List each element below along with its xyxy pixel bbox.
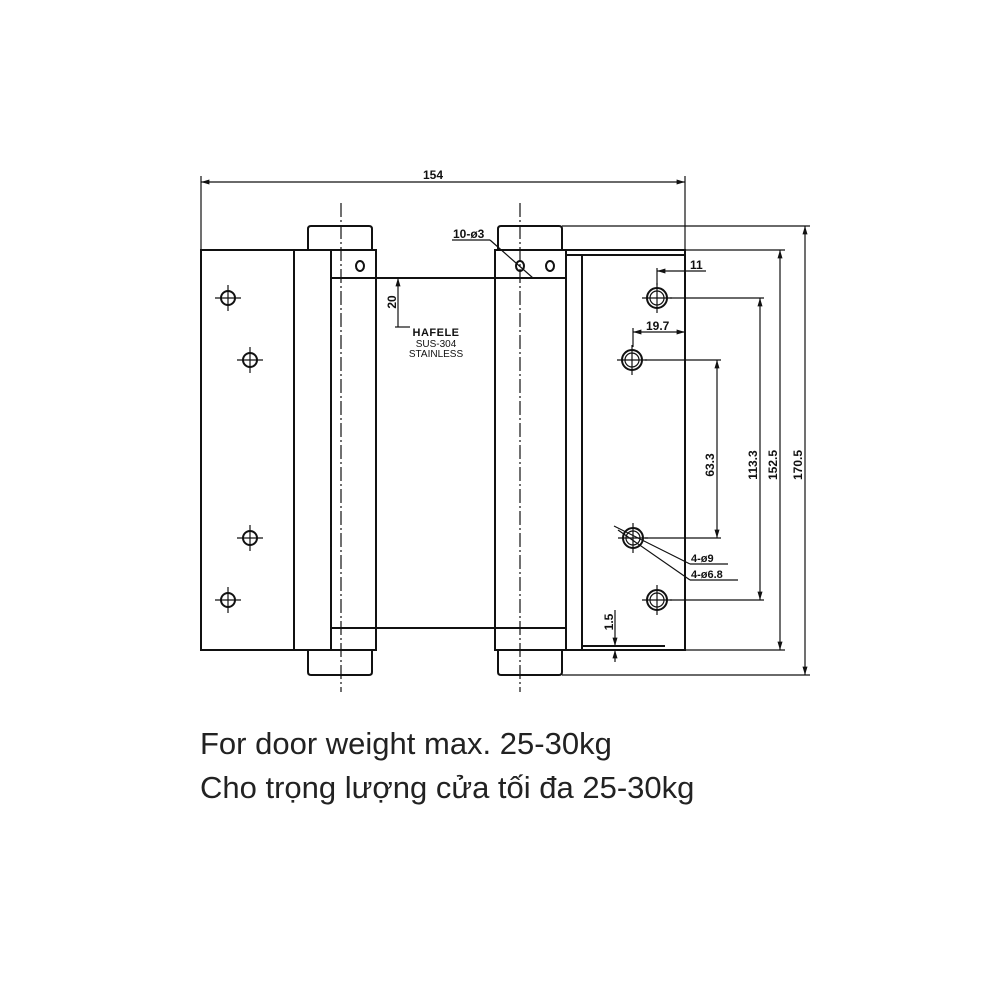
svg-text:170.5: 170.5 xyxy=(791,450,805,480)
svg-text:20: 20 xyxy=(385,295,399,309)
svg-text:19.7: 19.7 xyxy=(646,319,670,333)
dimension-overall-width: 154 xyxy=(200,168,686,250)
svg-text:1.5: 1.5 xyxy=(602,613,616,630)
dimension-screw-holes: 4-ø9 4-ø6.8 xyxy=(613,525,738,581)
dimension-edge-offset-11: 11 xyxy=(656,258,706,285)
dimension-pin-holes: 10-ø3 xyxy=(452,227,534,279)
svg-text:STAINLESS: STAINLESS xyxy=(409,349,464,360)
caption-vietnamese: Cho trọng lượng cửa tối đa 25-30kg xyxy=(200,770,695,805)
dimension-edge-offset-19-7: 19.7 xyxy=(632,319,685,347)
brand-logo: HAFELE xyxy=(413,327,460,339)
right-leaf xyxy=(565,249,686,651)
svg-text:SUS-304: SUS-304 xyxy=(416,339,457,350)
svg-text:113.3: 113.3 xyxy=(746,450,760,480)
screw-hole-icon xyxy=(215,285,263,613)
right-knuckle xyxy=(494,225,567,676)
dimension-170-5: 170.5 xyxy=(562,225,810,676)
svg-text:152.5: 152.5 xyxy=(766,450,780,480)
svg-text:4-ø6.8: 4-ø6.8 xyxy=(691,569,723,581)
caption-english: For door weight max. 25-30kg xyxy=(200,726,612,761)
svg-text:154: 154 xyxy=(423,168,443,182)
dimension-63-3: 63.3 xyxy=(645,359,721,539)
dimension-152-5: 152.5 xyxy=(685,249,785,651)
left-knuckle xyxy=(307,225,377,676)
center-plate: 20 HAFELE SUS-304 STAINLESS xyxy=(376,277,495,629)
svg-text:11: 11 xyxy=(690,258,703,272)
dimension-113-3: 113.3 xyxy=(670,297,764,601)
svg-text:4-ø9: 4-ø9 xyxy=(691,553,714,565)
screw-hole-icon xyxy=(617,283,672,615)
dimension-gap: 1.5 xyxy=(602,610,618,662)
left-leaf xyxy=(200,249,332,651)
svg-text:63.3: 63.3 xyxy=(703,453,717,477)
svg-text:10-ø3: 10-ø3 xyxy=(453,227,485,241)
